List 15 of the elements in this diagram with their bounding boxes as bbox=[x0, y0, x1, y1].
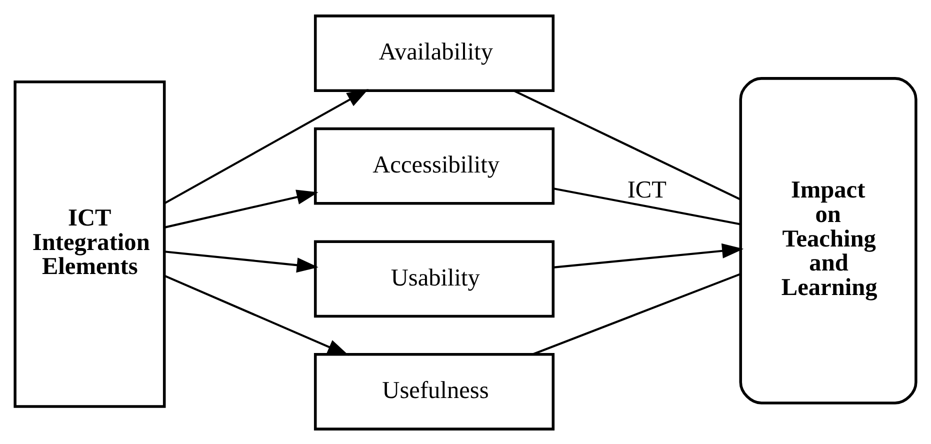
node-box: Accessibility bbox=[314, 126, 555, 204]
node-box: ICT Integration Elements bbox=[14, 80, 166, 408]
node-box: Usability bbox=[314, 240, 555, 318]
connector bbox=[514, 89, 741, 200]
arrow bbox=[164, 274, 350, 356]
edge-label: ICT bbox=[627, 176, 666, 204]
arrow bbox=[164, 88, 369, 204]
node-box: Availability bbox=[314, 14, 555, 92]
connector bbox=[532, 272, 741, 355]
arrow bbox=[164, 250, 318, 272]
arrow bbox=[164, 189, 318, 228]
node-box: Impact on Teaching and Learning bbox=[739, 76, 918, 404]
connector bbox=[552, 186, 741, 225]
node-box: Usefulness bbox=[314, 352, 555, 430]
arrow bbox=[553, 242, 744, 268]
